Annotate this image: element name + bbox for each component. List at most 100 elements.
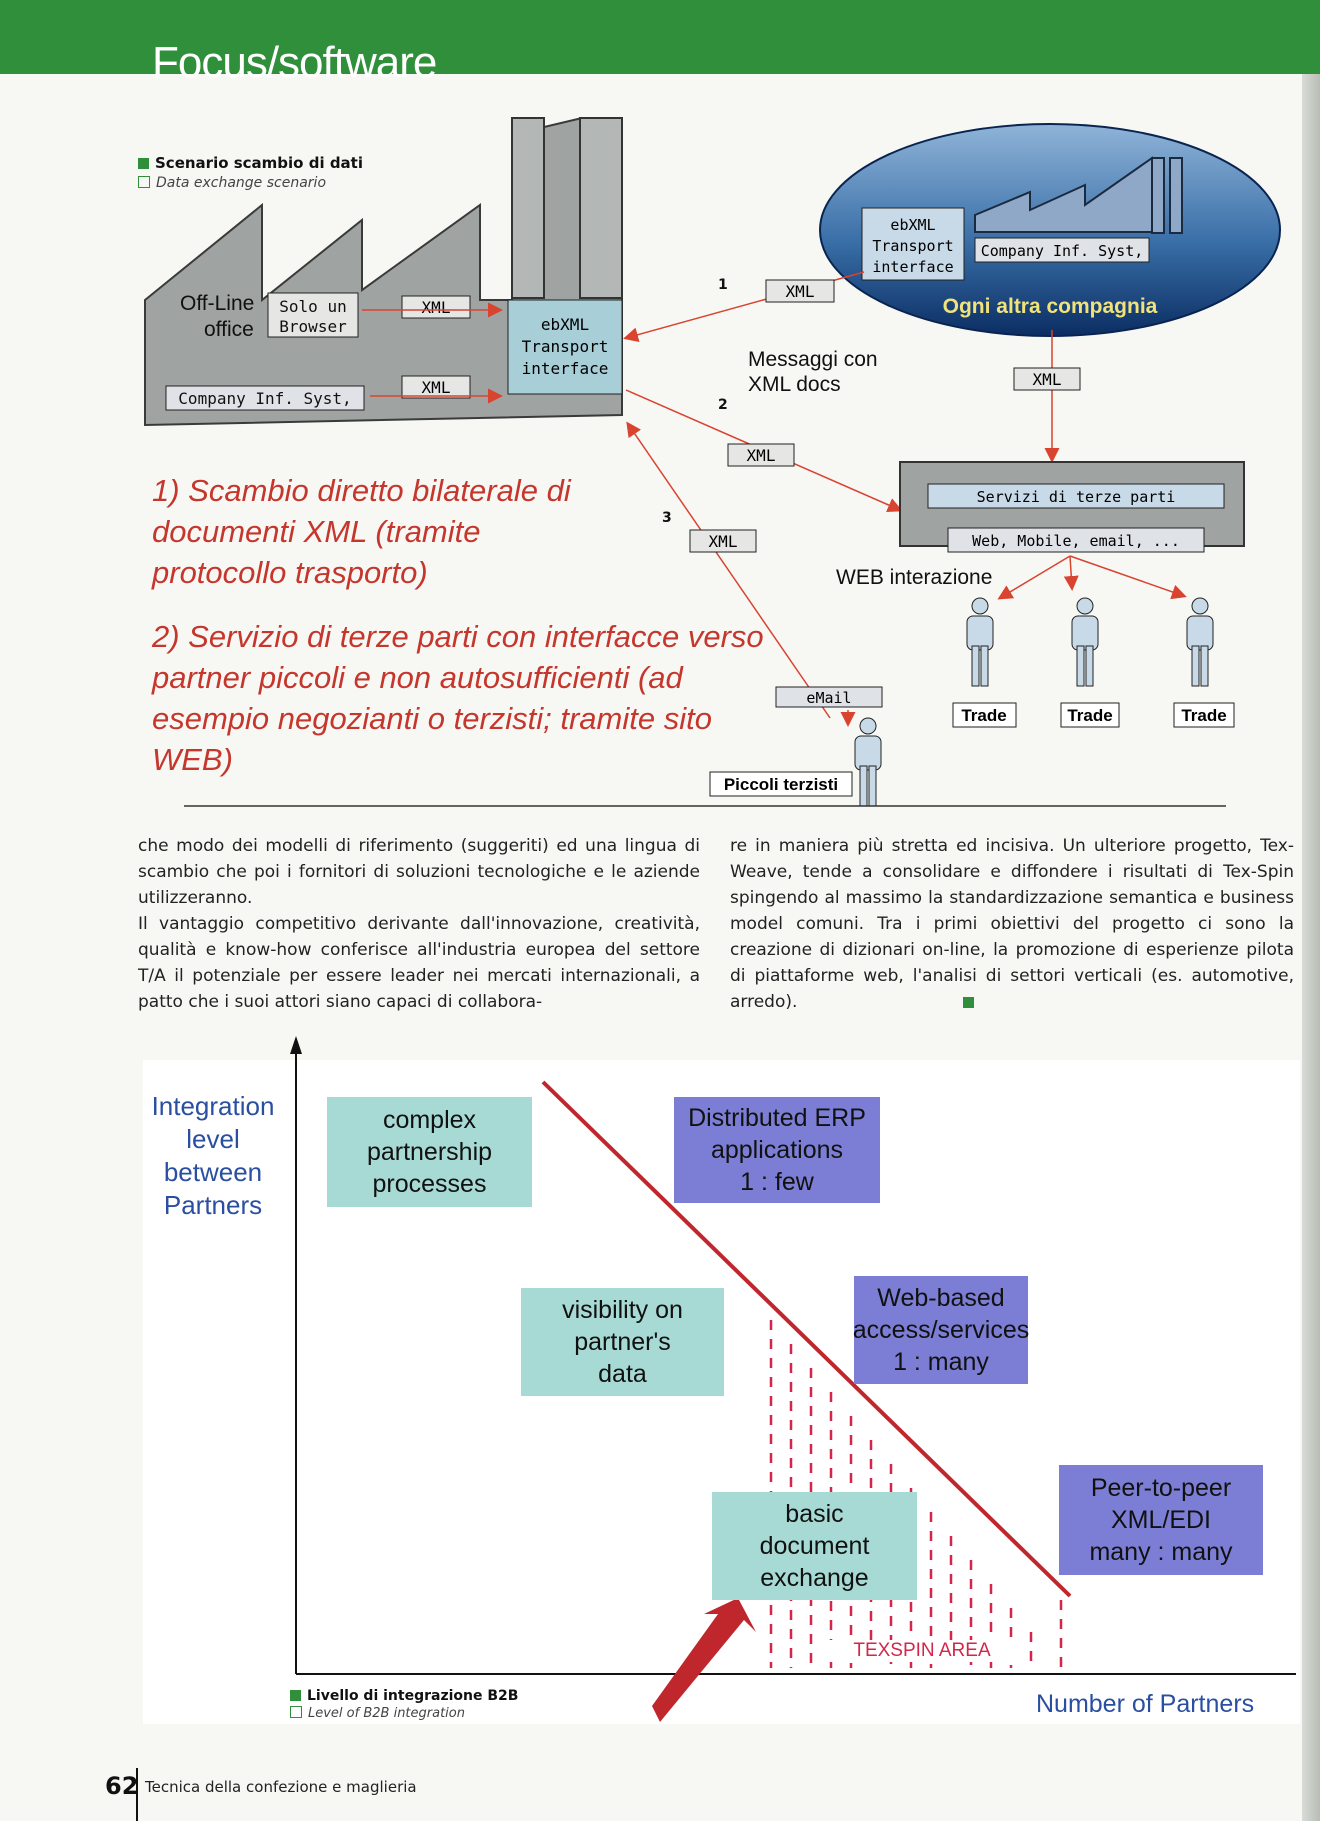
svg-text:interface: interface <box>872 258 953 276</box>
web-interazione-label: WEB interazione <box>836 566 992 589</box>
xml-tag-2: XML <box>727 443 795 467</box>
trade-label: Trade <box>1173 702 1235 728</box>
caption-square-open-icon <box>138 176 150 188</box>
box-peer-to-peer: Peer-to-peer XML/EDI many : many <box>1059 1465 1263 1575</box>
company-inf-syst-box: Company Inf. Syst, <box>165 385 365 411</box>
data-exchange-diagram: Off-Line office Solo un Browser Company … <box>144 117 1281 807</box>
body-paragraph: che modo dei modelli di riferimento (sug… <box>138 836 700 908</box>
figure2-caption: Livello di integrazione B2B Level of B2B… <box>290 1688 518 1721</box>
pointer-arrow-icon <box>652 1598 756 1722</box>
box-complex-partnership: complex partnership processes <box>327 1097 532 1207</box>
note-2-line: partner piccoli e non autosufficienti (a… <box>152 660 683 695</box>
body-paragraph: Il vantaggio competitivo derivante dall'… <box>138 914 700 1012</box>
figure1-caption-en: Data exchange scenario <box>156 175 327 191</box>
svg-text:eMail: eMail <box>806 689 851 707</box>
note-1: 1) Scambio diretto bilaterale di documen… <box>152 470 712 593</box>
note-1-line: 1) Scambio diretto bilaterale di <box>152 473 571 508</box>
svg-text:Company Inf. Syst,: Company Inf. Syst, <box>178 389 351 408</box>
note-2-line: esempio negozianti o terzisti; tramite s… <box>152 701 712 736</box>
ebxml-transport-right: ebXML Transport interface <box>861 207 965 281</box>
svg-text:XML: XML <box>747 446 776 465</box>
svg-text:Transport: Transport <box>522 337 609 356</box>
svg-text:Trade: Trade <box>1181 706 1226 725</box>
arrow-number-3: 3 <box>662 510 672 526</box>
page-edge-strip <box>1302 74 1320 1821</box>
y-axis-label: Integration level between Partners <box>151 1091 275 1220</box>
y-axis-arrow-icon <box>290 1036 302 1054</box>
third-party-services-block: Servizi di terze parti Web, Mobile, emai… <box>899 461 1245 553</box>
svg-text:Web, Mobile, email, ...: Web, Mobile, email, ... <box>972 532 1180 550</box>
magazine-title: Tecnica della confezione e maglieria <box>145 1778 417 1796</box>
messaggi-label: Messaggi con XML docs <box>748 348 878 396</box>
svg-text:ebXML: ebXML <box>541 315 589 334</box>
svg-text:Off-Line: Off-Line <box>180 292 254 315</box>
svg-text:Transport: Transport <box>872 237 953 255</box>
svg-text:Browser: Browser <box>279 317 347 336</box>
box-distributed-erp: Distributed ERP applications 1 : few <box>674 1097 880 1203</box>
svg-text:XML docs: XML docs <box>748 373 841 396</box>
note-2-line: WEB) <box>152 742 233 777</box>
browser-arrows <box>362 302 503 404</box>
company-inf-syst-right-box: Company Inf. Syst, <box>974 237 1150 263</box>
ebxml-transport-left: ebXML Transport interface <box>507 299 623 395</box>
solo-browser-box: Solo un Browser <box>267 292 359 338</box>
arrow-number-1: 1 <box>718 277 728 293</box>
email-tag: eMail <box>775 686 883 708</box>
svg-text:Company Inf. Syst,: Company Inf. Syst, <box>981 242 1144 260</box>
figure2-caption-it: Livello di integrazione B2B <box>307 1688 519 1704</box>
svg-text:XML: XML <box>786 282 815 301</box>
x-axis-label: Number of Partners <box>1036 1690 1255 1718</box>
svg-text:interface: interface <box>522 359 609 378</box>
note-1-line: documenti XML (tramite <box>152 514 481 549</box>
svg-text:XML: XML <box>422 298 451 317</box>
trade-label: Trade <box>1060 702 1120 728</box>
svg-text:Piccoli terzisti: Piccoli terzisti <box>724 775 838 794</box>
trade-label: Trade <box>952 702 1017 728</box>
caption-square-filled-icon <box>138 158 149 169</box>
body-paragraph: re in maniera più stretta ed incisiva. U… <box>730 836 1294 1012</box>
xml-tag-3: XML <box>689 529 757 553</box>
caption-square-open-icon <box>290 1706 302 1718</box>
footer-divider <box>136 1768 138 1821</box>
svg-text:Trade: Trade <box>961 706 1006 725</box>
offline-office-factory <box>144 117 623 427</box>
svg-text:XML: XML <box>709 532 738 551</box>
xml-tag-right: XML <box>1013 367 1081 391</box>
svg-text:Trade: Trade <box>1067 706 1112 725</box>
texspin-area-label: TEXSPIN AREA <box>822 1640 1022 1662</box>
arrow-number-2: 2 <box>718 397 728 413</box>
svg-text:Servizi di terze parti: Servizi di terze parti <box>977 488 1176 506</box>
note-2-line: 2) Servizio di terze parti con interfacc… <box>152 619 764 654</box>
person-icon <box>966 597 994 687</box>
page-number: 62 <box>105 1772 139 1800</box>
person-icon <box>1186 597 1214 687</box>
note-2: 2) Servizio di terze parti con interfacc… <box>152 616 792 780</box>
svg-text:Messaggi con: Messaggi con <box>748 348 878 371</box>
svg-text:Ogni altra compagnia: Ogni altra compagnia <box>943 295 1158 318</box>
svg-text:ebXML: ebXML <box>890 216 935 234</box>
xml-tag-1: XML <box>765 279 835 303</box>
svg-text:XML: XML <box>1033 370 1062 389</box>
svg-text:Solo un: Solo un <box>279 297 346 316</box>
end-mark-icon <box>962 997 974 1008</box>
xml-tag-bottom: XML <box>401 375 471 399</box>
box-web-based: Web-based access/services 1 : many <box>853 1276 1029 1384</box>
body-column-right: re in maniera più stretta ed incisiva. U… <box>730 833 1294 1015</box>
piccoli-terzisti-label: Piccoli terzisti <box>709 771 853 797</box>
svg-text:XML: XML <box>422 378 451 397</box>
xml-tag-top: XML <box>401 295 471 319</box>
figure2-caption-en: Level of B2B integration <box>308 1706 465 1721</box>
svg-text:office: office <box>204 318 254 341</box>
other-company-oval: Ogni altra compagnia <box>819 123 1281 337</box>
frontier-line <box>541 1080 1072 1598</box>
box-visibility: visibility on partner's data <box>521 1288 724 1396</box>
person-icon <box>1071 597 1099 687</box>
body-column-left: che modo dei modelli di riferimento (sug… <box>138 833 700 1015</box>
figure1-caption: Scenario scambio di dati Data exchange s… <box>138 154 363 191</box>
note-1-line: protocollo trasporto) <box>152 555 428 590</box>
section-title: Focus/software <box>152 38 437 87</box>
box-basic-document: basic document exchange <box>712 1492 917 1600</box>
offline-office-label: Off-Line office <box>180 292 254 341</box>
section-header-bar <box>0 0 1320 74</box>
caption-square-filled-icon <box>290 1690 301 1701</box>
